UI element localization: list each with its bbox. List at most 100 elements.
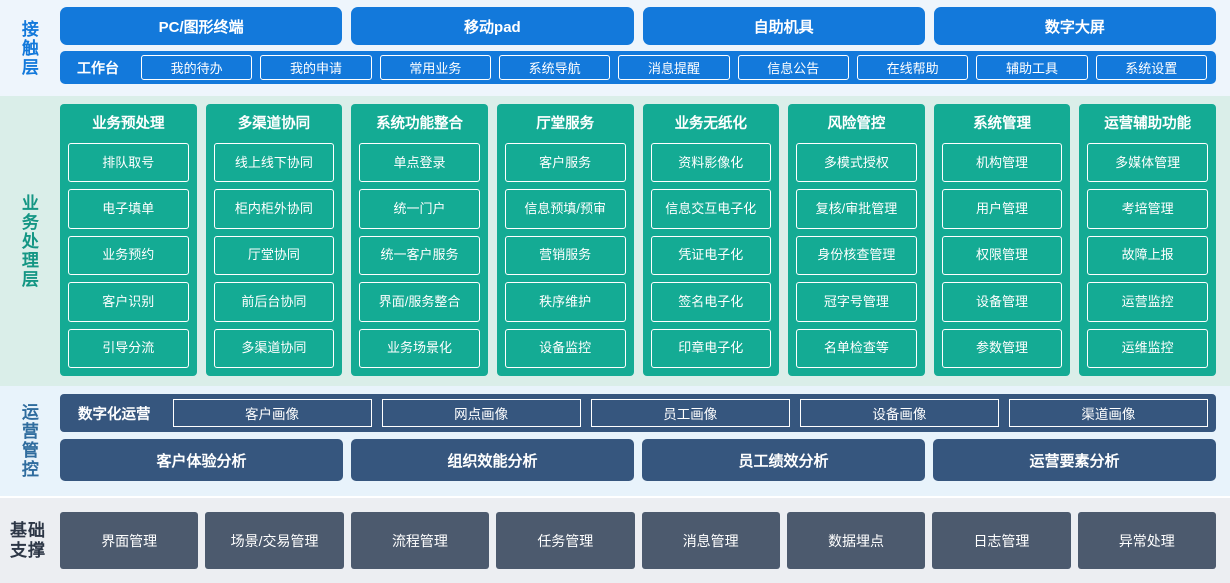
business-cell[interactable]: 设备管理 [941, 282, 1063, 322]
digital-operations-title: 数字化运营 [78, 406, 151, 423]
terminal-box[interactable]: PC/图形终端 [60, 7, 343, 45]
business-column: 风险管控 多模式授权 复核/审批管理 身份核查管理 冠字号管理 名单检查等 [788, 104, 925, 376]
foundation-layer-band: 基础支撑 界面管理 场景/交易管理 流程管理 任务管理 消息管理 数据埋点 日志… [0, 496, 1230, 583]
business-cell[interactable]: 单点登录 [359, 143, 480, 183]
digital-operations-row: 数字化运营 客户画像 网点画像 员工画像 设备画像 渠道画像 [60, 394, 1216, 432]
business-cell[interactable]: 厅堂协同 [213, 235, 335, 276]
business-column: 系统管理 机构管理 用户管理 权限管理 设备管理 参数管理 [933, 104, 1071, 376]
business-cell[interactable]: 权限管理 [941, 235, 1063, 276]
contact-layer-label-text: 接触层 [18, 19, 38, 77]
business-cell[interactable]: 界面/服务整合 [359, 282, 480, 322]
business-cell[interactable]: 故障上报 [1087, 235, 1208, 276]
business-cell[interactable]: 多模式授权 [796, 143, 917, 183]
operations-layer-band: 运营管控 数字化运营 客户画像 网点画像 员工画像 设备画像 渠道画像 客户体验… [0, 386, 1230, 496]
business-cell[interactable]: 运营监控 [1087, 282, 1208, 322]
contact-layer-label: 接触层 [0, 0, 56, 96]
workbench-item[interactable]: 系统设置 [1095, 55, 1207, 80]
business-column: 厅堂服务 客户服务 信息预填/预审 营销服务 秩序维护 设备监控 [496, 104, 634, 376]
workbench-item[interactable]: 在线帮助 [856, 55, 969, 80]
business-cell[interactable]: 统一客户服务 [359, 235, 480, 276]
business-cell[interactable]: 秩序维护 [504, 282, 626, 322]
analysis-item[interactable]: 客户体验分析 [60, 439, 343, 481]
workbench-item[interactable]: 信息公告 [737, 55, 849, 80]
business-cell[interactable]: 柜内柜外协同 [213, 189, 335, 229]
business-cell[interactable]: 机构管理 [941, 143, 1063, 183]
portrait-item[interactable]: 客户画像 [172, 399, 372, 427]
business-cell[interactable]: 排队取号 [68, 143, 189, 183]
business-column: 运营辅助功能 多媒体管理 考培管理 故障上报 运营监控 运维监控 [1079, 104, 1216, 376]
analysis-item[interactable]: 员工绩效分析 [642, 439, 925, 481]
foundation-layer-label: 基础支撑 [0, 498, 56, 583]
business-cell[interactable]: 运维监控 [1087, 328, 1208, 369]
contact-layer-band: 接触层 PC/图形终端 移动pad 自助机具 数字大屏 工作台 我的待办 我的申… [0, 0, 1230, 96]
business-column-title: 系统功能整合 [376, 116, 464, 132]
contact-layer-body: PC/图形终端 移动pad 自助机具 数字大屏 工作台 我的待办 我的申请 常用… [56, 0, 1230, 96]
business-column: 多渠道协同 线上线下协同 柜内柜外协同 厅堂协同 前后台协同 多渠道协同 [205, 104, 343, 376]
business-cell[interactable]: 统一门户 [359, 189, 480, 229]
business-cell[interactable]: 凭证电子化 [650, 235, 772, 276]
portrait-item[interactable]: 渠道画像 [1008, 399, 1208, 427]
business-column-title: 业务无纸化 [674, 116, 748, 132]
foundation-item[interactable]: 日志管理 [932, 512, 1071, 569]
foundation-item[interactable]: 场景/交易管理 [205, 512, 344, 569]
terminal-box[interactable]: 移动pad [351, 7, 634, 45]
business-cell[interactable]: 印章电子化 [650, 328, 772, 369]
operations-layer-body: 数字化运营 客户画像 网点画像 员工画像 设备画像 渠道画像 客户体验分析 组织… [56, 386, 1230, 496]
foundation-item[interactable]: 消息管理 [641, 512, 780, 569]
business-cell[interactable]: 多媒体管理 [1087, 143, 1208, 183]
business-cell[interactable]: 营销服务 [504, 235, 626, 276]
workbench-item[interactable]: 常用业务 [379, 55, 491, 80]
business-cell[interactable]: 签名电子化 [650, 282, 772, 322]
workbench-item[interactable]: 辅助工具 [976, 55, 1088, 80]
business-cell[interactable]: 引导分流 [68, 328, 189, 369]
terminal-box[interactable]: 数字大屏 [933, 7, 1216, 45]
business-cell[interactable]: 电子填单 [68, 189, 189, 229]
foundation-item[interactable]: 异常处理 [1077, 512, 1216, 569]
business-cell[interactable]: 业务预约 [68, 235, 189, 276]
business-cell[interactable]: 客户服务 [504, 143, 626, 183]
portrait-item[interactable]: 设备画像 [799, 399, 999, 427]
business-column: 业务预处理 排队取号 电子填单 业务预约 客户识别 引导分流 [60, 104, 197, 376]
business-column-title: 厅堂服务 [536, 116, 595, 132]
business-cell[interactable]: 业务场景化 [359, 328, 480, 369]
business-cell[interactable]: 名单检查等 [796, 328, 917, 369]
business-cell[interactable]: 前后台协同 [213, 282, 335, 322]
business-cell[interactable]: 冠字号管理 [796, 282, 917, 322]
business-layer-label: 业务处理层 [0, 96, 56, 386]
foundation-item[interactable]: 数据埋点 [786, 512, 926, 569]
analysis-item[interactable]: 组织效能分析 [351, 439, 634, 481]
business-layer-body: 业务预处理 排队取号 电子填单 业务预约 客户识别 引导分流 多渠道协同 线上线… [56, 96, 1230, 386]
foundation-layer-body: 界面管理 场景/交易管理 流程管理 任务管理 消息管理 数据埋点 日志管理 异常… [56, 498, 1230, 583]
portrait-item[interactable]: 员工画像 [590, 399, 790, 427]
portrait-item[interactable]: 网点画像 [381, 399, 581, 427]
business-cell[interactable]: 资料影像化 [650, 143, 772, 183]
business-cell[interactable]: 信息交互电子化 [650, 189, 772, 229]
business-cell[interactable]: 复核/审批管理 [796, 189, 917, 229]
workbench-row: 工作台 我的待办 我的申请 常用业务 系统导航 消息提醒 信息公告 在线帮助 辅… [60, 51, 1216, 84]
operations-layer-label: 运营管控 [0, 386, 56, 496]
business-cell[interactable]: 线上线下协同 [213, 143, 335, 183]
workbench-item[interactable]: 我的申请 [260, 55, 372, 80]
terminal-box[interactable]: 自助机具 [642, 7, 925, 45]
workbench-item[interactable]: 消息提醒 [618, 55, 730, 80]
business-cell[interactable]: 客户识别 [68, 282, 189, 322]
workbench-item[interactable]: 我的待办 [141, 55, 253, 80]
business-column: 业务无纸化 资料影像化 信息交互电子化 凭证电子化 签名电子化 印章电子化 [642, 104, 780, 376]
workbench-item[interactable]: 系统导航 [498, 55, 611, 80]
business-cell[interactable]: 考培管理 [1087, 189, 1208, 229]
business-cell[interactable]: 设备监控 [504, 328, 626, 369]
foundation-item[interactable]: 界面管理 [60, 512, 199, 569]
analysis-item[interactable]: 运营要素分析 [933, 439, 1216, 481]
business-cell[interactable]: 身份核查管理 [796, 235, 917, 276]
terminal-row: PC/图形终端 移动pad 自助机具 数字大屏 [60, 7, 1216, 45]
business-cell[interactable]: 多渠道协同 [213, 328, 335, 369]
business-layer-label-text: 业务处理层 [18, 193, 38, 289]
business-cell[interactable]: 信息预填/预审 [504, 189, 626, 229]
business-cell[interactable]: 用户管理 [941, 189, 1063, 229]
business-layer-band: 业务处理层 业务预处理 排队取号 电子填单 业务预约 客户识别 引导分流 多渠道… [0, 96, 1230, 386]
foundation-item[interactable]: 任务管理 [496, 512, 635, 569]
foundation-item[interactable]: 流程管理 [350, 512, 490, 569]
business-cell[interactable]: 参数管理 [941, 328, 1063, 369]
business-column-title: 业务预处理 [92, 116, 165, 132]
